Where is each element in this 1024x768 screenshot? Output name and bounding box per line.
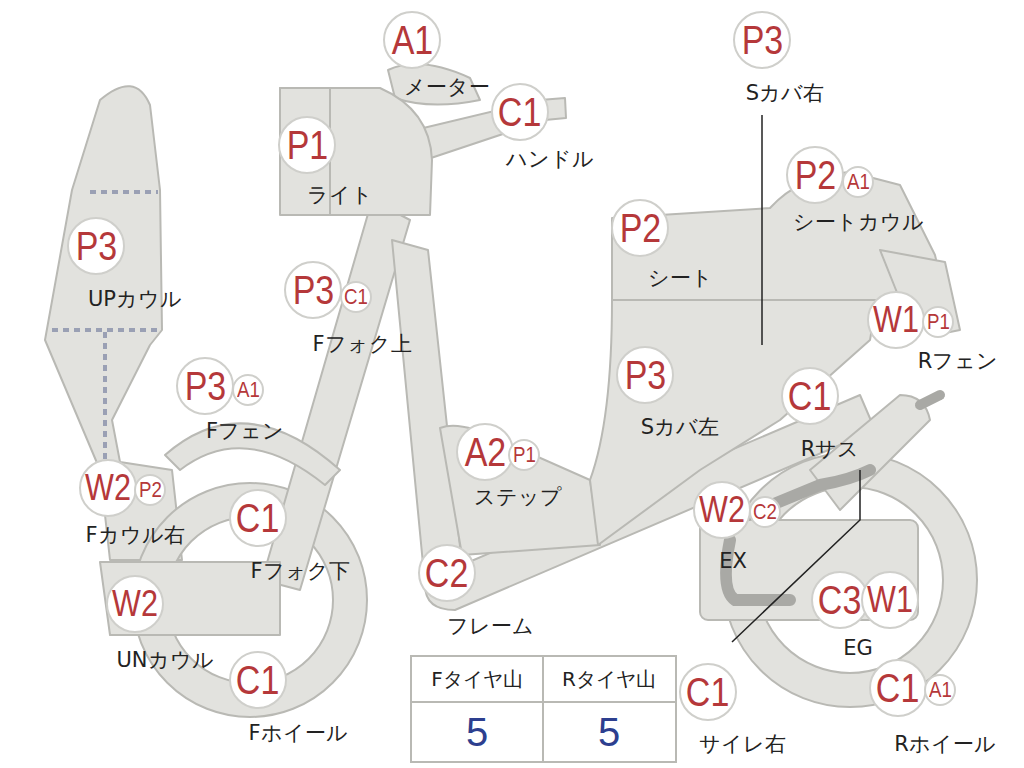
part-label: ステップ bbox=[474, 486, 562, 509]
grade-code: C2 bbox=[425, 553, 468, 593]
grade-code: P3 bbox=[741, 20, 783, 60]
grade-code: C1 bbox=[344, 286, 368, 308]
grade-code: W1 bbox=[867, 582, 913, 618]
grade-circle: P3 bbox=[176, 357, 234, 415]
grade-code: P3 bbox=[75, 226, 117, 266]
table-rule bbox=[542, 655, 544, 763]
part-label: サイレ右 bbox=[699, 733, 786, 756]
grade-circle: P3 bbox=[67, 217, 125, 275]
grade-circle: W2 bbox=[106, 575, 164, 633]
grade-code: C1 bbox=[498, 92, 541, 132]
grade-code: C1 bbox=[686, 672, 729, 712]
grade-circle: A2 bbox=[456, 423, 514, 481]
part-label: Rサス bbox=[801, 438, 860, 461]
grade-circle: P3 bbox=[284, 261, 342, 319]
part-label: EG bbox=[843, 637, 873, 660]
part-label: Sカバ右 bbox=[746, 82, 824, 105]
part-label: UPカウル bbox=[88, 288, 182, 311]
grade-code: W2 bbox=[112, 586, 158, 622]
grade-code: C1 bbox=[236, 498, 279, 538]
grade-code: P3 bbox=[184, 366, 226, 406]
part-label: シート bbox=[648, 267, 713, 290]
grade-circle: W2 bbox=[693, 481, 751, 539]
grade-code: A1 bbox=[929, 679, 952, 701]
grade-code: C3 bbox=[818, 580, 861, 620]
part-label: Fホイール bbox=[248, 722, 347, 745]
grade-circle: P1 bbox=[278, 116, 336, 174]
part-label: Fフェン bbox=[206, 420, 284, 443]
part-label: ライト bbox=[307, 184, 373, 207]
grade-circle: W1 bbox=[867, 291, 925, 349]
grade-code: A1 bbox=[391, 20, 433, 60]
grade-circle: W2 bbox=[79, 459, 137, 517]
grade-circle: C1 bbox=[229, 489, 287, 547]
grade-circle: P2 bbox=[134, 474, 166, 506]
grade-code: W2 bbox=[699, 492, 745, 528]
grade-circle: C2 bbox=[418, 544, 476, 602]
table-header: Fタイヤ山 bbox=[412, 657, 542, 701]
grade-circle: A1 bbox=[842, 166, 874, 198]
grade-circle: P3 bbox=[733, 11, 791, 69]
part-label: Fフォク下 bbox=[250, 560, 349, 583]
part-label: Rホイール bbox=[894, 733, 996, 756]
part-label: UNカウル bbox=[116, 649, 213, 672]
grade-circle: A1 bbox=[383, 11, 441, 69]
grade-circle: P2 bbox=[611, 199, 669, 257]
grade-circle: C1 bbox=[340, 281, 372, 313]
grade-code: P3 bbox=[624, 355, 666, 395]
grade-circle: C2 bbox=[749, 496, 781, 528]
table-value: 5 bbox=[544, 703, 674, 761]
part-label: Fカウル右 bbox=[85, 524, 184, 547]
grade-circle: P2 bbox=[786, 146, 844, 204]
grade-circle: C1 bbox=[229, 651, 287, 709]
grade-code: C1 bbox=[876, 668, 919, 708]
grade-code: C1 bbox=[788, 376, 831, 416]
grade-circle: C1 bbox=[679, 663, 737, 721]
grade-code: W2 bbox=[85, 470, 131, 506]
grade-circle: C1 bbox=[491, 83, 549, 141]
grade-code: P1 bbox=[513, 444, 536, 466]
grade-circle: C1 bbox=[869, 659, 927, 717]
table-value: 5 bbox=[412, 703, 542, 761]
part-label: フレーム bbox=[447, 615, 534, 638]
table-header: Rタイヤ山 bbox=[544, 657, 674, 701]
grade-circle: P1 bbox=[922, 306, 954, 338]
grade-code: C1 bbox=[236, 660, 279, 700]
grade-code: A1 bbox=[847, 171, 870, 193]
grade-code: A1 bbox=[237, 379, 260, 401]
grade-circle: P1 bbox=[508, 439, 540, 471]
grade-code: P2 bbox=[139, 479, 162, 501]
grade-code: P2 bbox=[619, 208, 661, 248]
grade-code: A2 bbox=[464, 432, 506, 472]
grade-code: P2 bbox=[794, 155, 836, 195]
part-label: ハンドル bbox=[506, 148, 594, 171]
grade-circle: A1 bbox=[232, 374, 264, 406]
grade-circle: C1 bbox=[781, 367, 839, 425]
grade-code: P3 bbox=[292, 270, 334, 310]
grade-code: P1 bbox=[286, 125, 328, 165]
part-label: Fフォク上 bbox=[312, 333, 411, 356]
part-label: メーター bbox=[404, 76, 490, 99]
grade-code: C2 bbox=[753, 501, 777, 523]
part-label: Sカバ左 bbox=[641, 416, 719, 439]
grade-circle: W1 bbox=[861, 571, 919, 629]
grade-circle: P3 bbox=[616, 346, 674, 404]
grade-code: W1 bbox=[873, 302, 919, 338]
part-label: Rフェン bbox=[918, 350, 999, 373]
grade-circle: A1 bbox=[924, 674, 956, 706]
part-label: シートカウル bbox=[793, 211, 924, 234]
part-label: EX bbox=[719, 550, 747, 573]
grade-code: P1 bbox=[927, 311, 950, 333]
